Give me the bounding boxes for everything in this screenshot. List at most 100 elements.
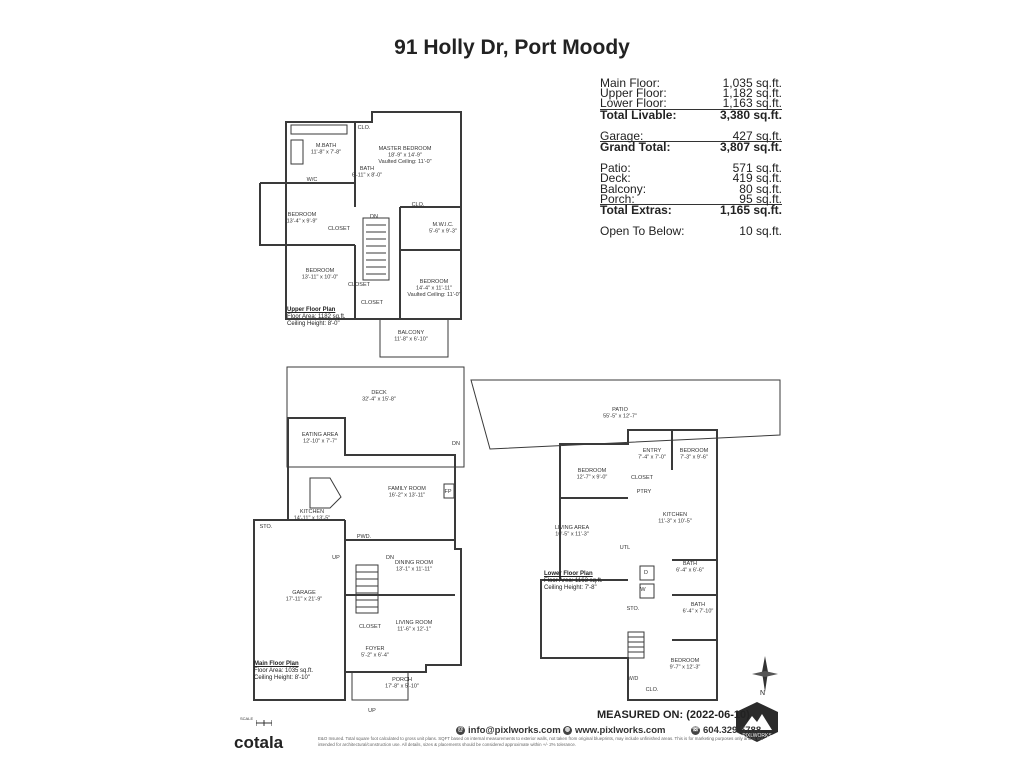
area-label: Deck: (600, 171, 631, 186)
area-value: 80 sq.ft. (739, 181, 782, 196)
area-value: 1,165 sq.ft. (719, 203, 782, 218)
lower-floor-area: Floor Area: 1163 sq.ft. (544, 578, 603, 584)
scale-label: SCALE (240, 716, 254, 721)
contact-web[interactable]: ◍ www.pixlworks.com (563, 725, 665, 736)
upper-floor-walls (259, 111, 462, 320)
area-label: Open To Below: (600, 224, 685, 239)
room-label-lower-floor-w: W (640, 587, 646, 593)
area-row: Open To Below:10 sq.ft. (600, 224, 782, 239)
area-value: 3,807 sq.ft. (719, 140, 782, 155)
lower-floor-ceiling: Ceiling Height: 7'-8" (544, 585, 597, 591)
main-floor-title: Main Floor Plan (254, 661, 299, 667)
area-summary-table: Main Floor: 1,035 sq.ft. Upper Floor: 1,182… (600, 76, 782, 239)
lower-floor-details (470, 379, 781, 659)
room-label-upper-floor-mwic: M.W.I.C.5'-6" x 9'-3" (429, 222, 457, 235)
area-label: Upper Floor: (600, 86, 667, 101)
room-label-upper-floor-closet1: CLOSET (328, 226, 351, 232)
lower-floor-walls (540, 429, 718, 701)
area-label: Total Extras: (600, 203, 672, 218)
upper-floor-title: Upper Floor Plan (287, 307, 336, 313)
upper-floor-ceiling: Ceiling Height: 8'-0" (287, 321, 340, 327)
room-label-main-floor-fp: FP (444, 489, 451, 495)
room-label-lower-floor-utl: UTL (620, 545, 630, 551)
room-label-upper-floor-clo1: CLO. (358, 125, 371, 131)
area-row: Total Extras: 1,165 sq.ft. (600, 203, 782, 218)
lower-floor-title: Lower Floor Plan (544, 571, 593, 577)
contact-phone[interactable]: ☏ 604.329.5788 (691, 725, 761, 736)
room-label-main-floor-dn2: DN (386, 555, 394, 561)
main-floor-area: Floor Area: 1035 sq.ft. (254, 668, 314, 674)
room-label-main-floor-up2: UP (368, 708, 376, 714)
phone-text: 604.329.5788 (703, 725, 762, 736)
disclaimer: E&O Insured. Total square foot calculate… (318, 736, 763, 747)
area-value: 419 sq.ft. (732, 171, 782, 186)
area-label: Lower Floor: (600, 96, 667, 111)
room-label-lower-floor-d: D (644, 570, 648, 576)
area-label: Main Floor: (600, 76, 661, 90)
room-label-upper-floor-clo2: CLO. (412, 202, 425, 208)
email-icon: @ (456, 726, 465, 735)
north-arrow-icon (752, 656, 778, 692)
area-row: Main Floor: 1,035 sq.ft. (600, 76, 782, 90)
area-row: Total Livable:3,380 sq.ft. (600, 107, 782, 122)
room-label-lower-floor-closet: CLOSET (631, 475, 654, 481)
room-label-lower-floor-ptry: PTRY (637, 489, 652, 495)
area-value: 571 sq.ft. (732, 161, 782, 176)
badge-text: PIXLWORKS (742, 733, 772, 739)
web-text: www.pixlworks.com (575, 725, 666, 736)
main-floor-caption: Main Floor Plan Floor Area: 1035 sq.ft. … (254, 661, 313, 682)
area-label: Porch: (600, 191, 635, 206)
page-title: 91 Holly Dr, Port Moody (394, 36, 630, 59)
area-value: 1,182 sq.ft. (722, 86, 782, 101)
room-label-upper-floor-closet2: CLOSET (348, 282, 371, 288)
phone-icon: ☏ (691, 726, 700, 735)
area-row: Grand Total: 3,807 sq.ft. (600, 140, 782, 155)
area-row: Garage:427 sq.ft. (600, 128, 782, 143)
room-label-lower-floor-sto: STO. (627, 606, 640, 612)
area-label: Grand Total: (600, 140, 671, 155)
area-label: Patio: (600, 161, 631, 176)
main-floor-details (286, 366, 465, 701)
area-label: Garage: (600, 128, 644, 143)
area-value: 1,163 sq.ft. (722, 96, 782, 111)
upper-floor-details (290, 124, 449, 358)
room-label-upper-floor-wic: W/C (307, 177, 318, 183)
area-row: Deck: 419 sq.ft. (600, 171, 782, 186)
contact-email[interactable]: @ info@pixlworks.com (456, 725, 561, 736)
area-value: 1,035 sq.ft. (722, 76, 782, 90)
globe-icon: ◍ (563, 726, 572, 735)
upper-floor-caption: Upper Floor Plan Floor Area: 1182 sq.ft.… (287, 307, 346, 328)
room-label-main-floor-up: UP (332, 555, 340, 561)
area-row: Balcony:80 sq.ft. (600, 181, 782, 196)
upper-floor-area: Floor Area: 1182 sq.ft. (287, 314, 346, 320)
main-floor-walls (253, 417, 462, 701)
area-value: 3,380 sq.ft. (719, 107, 782, 122)
room-label-main-floor-dn: DN (452, 441, 460, 447)
room-label-upper-floor-closet3: CLOSET (361, 300, 384, 306)
cotala-logo: cotala (234, 733, 284, 752)
north-label: N (760, 690, 766, 697)
